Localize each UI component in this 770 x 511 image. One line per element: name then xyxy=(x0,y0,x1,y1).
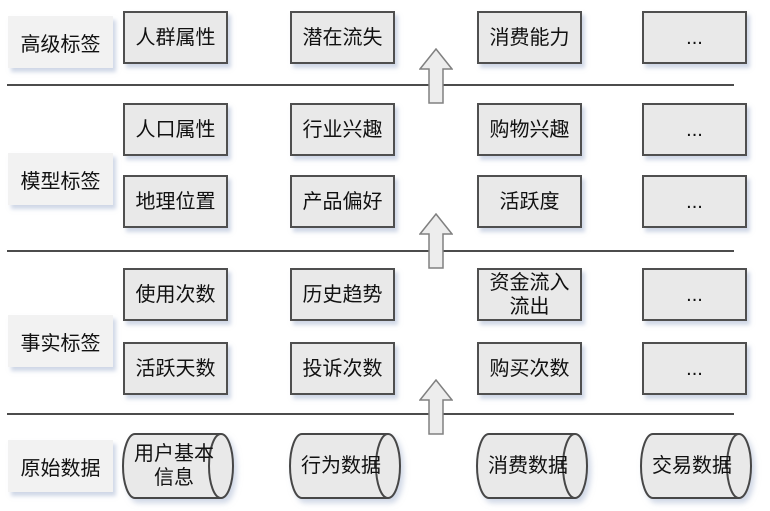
up-arrow-icon xyxy=(419,48,453,104)
database-cylinder-icon xyxy=(476,433,588,499)
layer-divider-1 xyxy=(7,84,734,86)
tag-box-ellipsis: ... xyxy=(642,175,747,228)
data-source-cylinder: 行为数据 xyxy=(289,433,401,499)
layer-label-fact-tags: 事实标签 xyxy=(8,315,113,367)
layer-divider-3 xyxy=(7,413,734,415)
up-arrow-icon xyxy=(419,379,453,435)
data-source-cylinder: 消费数据 xyxy=(476,433,588,499)
tag-box: 活跃度 xyxy=(477,175,582,228)
tag-box: 行业兴趣 xyxy=(290,103,395,156)
tag-box: 活跃天数 xyxy=(123,342,228,395)
cylinder-label: 交易数据 xyxy=(652,455,732,477)
database-cylinder-icon xyxy=(289,433,401,499)
tag-box: 地理位置 xyxy=(123,175,228,228)
tag-box: 购买次数 xyxy=(477,342,582,395)
tag-box: 消费能力 xyxy=(477,11,582,64)
tag-box: 产品偏好 xyxy=(290,175,395,228)
tag-box: 资金流入 流出 xyxy=(477,268,582,321)
cylinder-label: 行为数据 xyxy=(301,455,381,477)
tag-box: 人口属性 xyxy=(123,103,228,156)
database-cylinder-icon xyxy=(640,433,752,499)
layer-divider-2 xyxy=(7,250,734,252)
tag-box-ellipsis: ... xyxy=(642,103,747,156)
cylinder-label: 消费数据 xyxy=(488,455,568,477)
tag-box: 投诉次数 xyxy=(290,342,395,395)
tag-box-ellipsis: ... xyxy=(642,11,747,64)
tag-box-ellipsis: ... xyxy=(642,268,747,321)
data-source-cylinder: 用户基本 信息 xyxy=(122,433,234,499)
up-arrow-icon xyxy=(419,213,453,269)
tag-box-ellipsis: ... xyxy=(642,342,747,395)
layer-label-model-tags: 模型标签 xyxy=(8,153,113,205)
data-source-cylinder: 交易数据 xyxy=(640,433,752,499)
tag-box: 人群属性 xyxy=(123,11,228,64)
layer-label-advanced-tags: 高级标签 xyxy=(8,16,113,68)
database-cylinder-icon xyxy=(122,433,234,499)
cylinder-label: 用户基本 信息 xyxy=(134,443,214,489)
tag-box: 历史趋势 xyxy=(290,268,395,321)
tag-box: 使用次数 xyxy=(123,268,228,321)
tag-box: 潜在流失 xyxy=(290,11,395,64)
tag-box: 购物兴趣 xyxy=(477,103,582,156)
layer-label-raw-data: 原始数据 xyxy=(8,440,113,492)
